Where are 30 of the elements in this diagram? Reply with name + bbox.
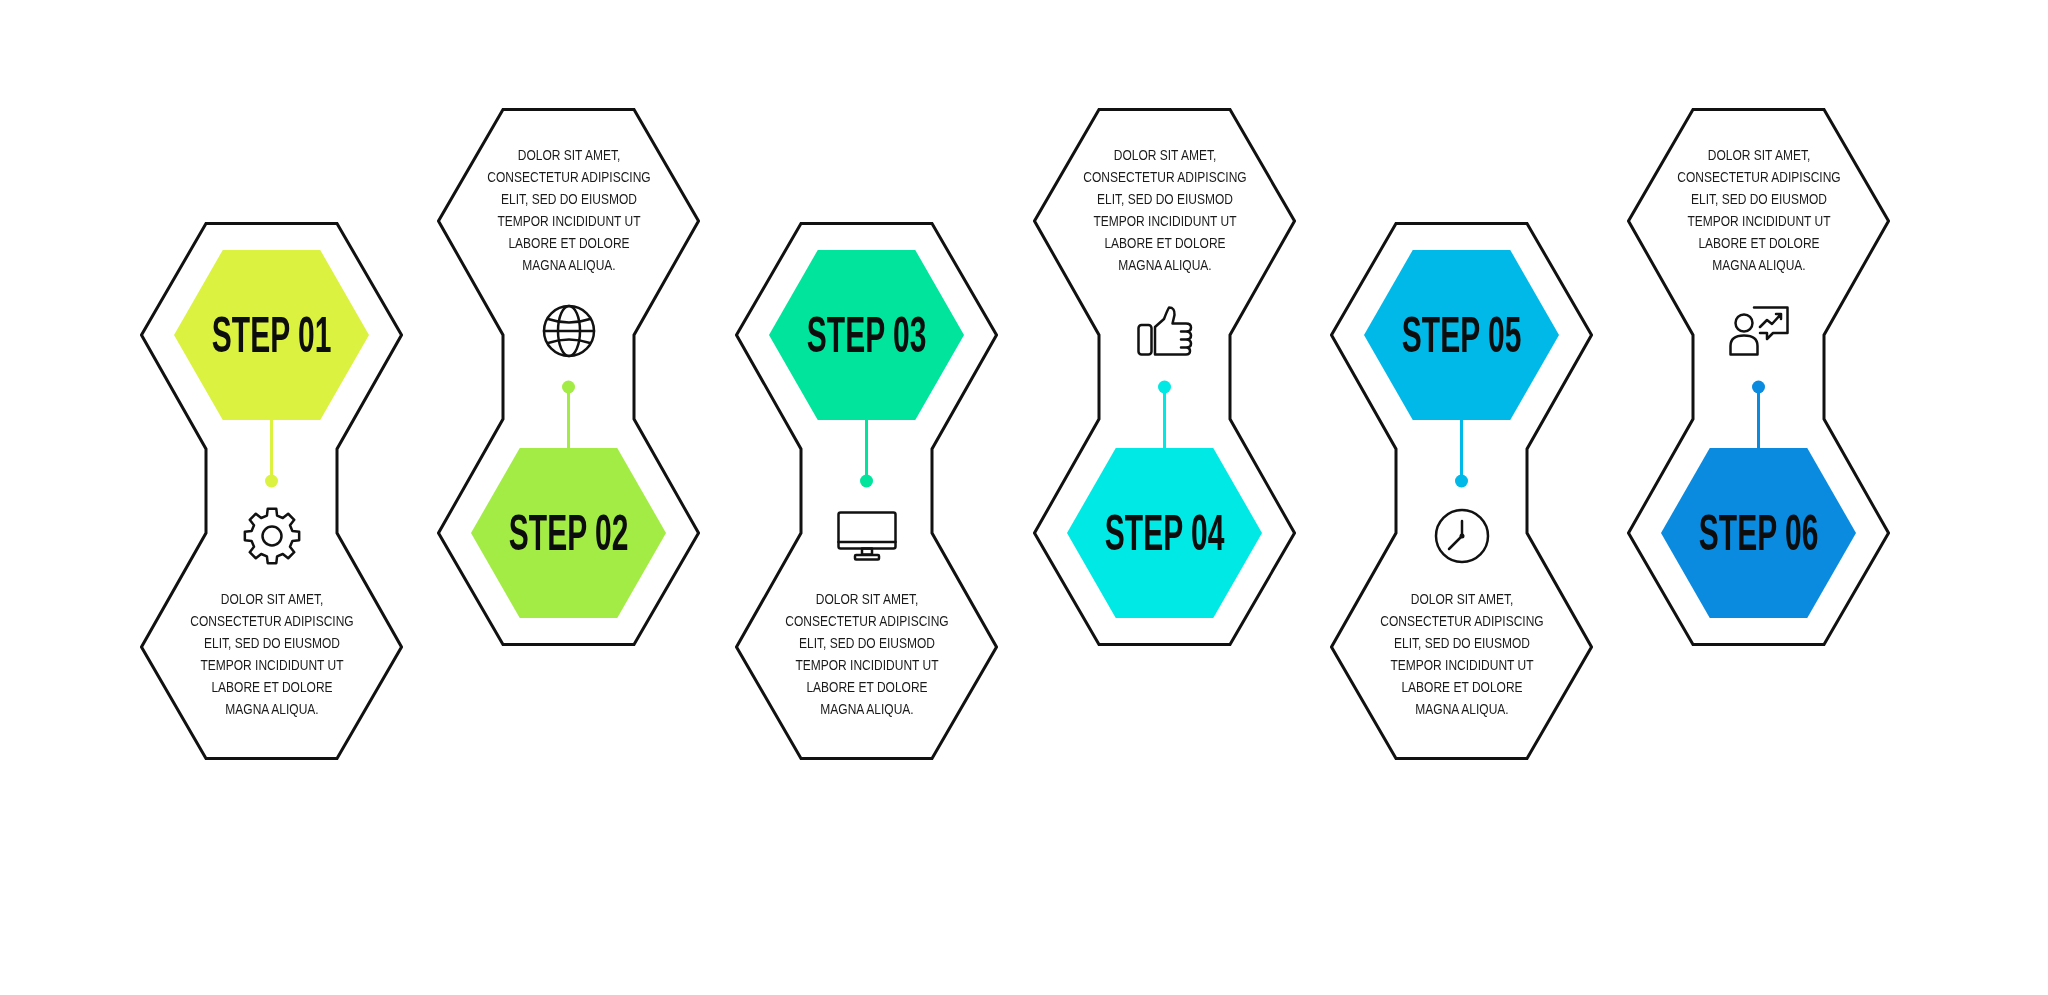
step-hexagon (1067, 448, 1262, 618)
hourglass-panel (1330, 222, 1593, 760)
description-text: DOLOR SIT AMET, CONSECTETUR ADIPISCING ELIT, SED DO EIUSMOD TEMPOR INCIDIDUNT UT LABORE ET DOLORE MAGNA ALIQUA. (1675, 145, 1842, 275)
description-text: DOLOR SIT AMET, CONSECTETUR ADIPISCING ELIT, SED DO EIUSMOD TEMPOR INCIDIDUNT UT LABORE ET DOLORE MAGNA ALIQUA. (783, 589, 950, 719)
connector-line (1752, 380, 1765, 448)
connector-line (1158, 380, 1171, 448)
step-hexagon (471, 448, 666, 618)
step-hexagon (174, 250, 369, 420)
description-text: DOLOR SIT AMET, CONSECTETUR ADIPISCING ELIT, SED DO EIUSMOD TEMPOR INCIDIDUNT UT LABORE ET DOLORE MAGNA ALIQUA. (485, 145, 652, 275)
step-label: STEP 05 (1401, 309, 1522, 361)
hourglass-panel (1627, 108, 1890, 646)
description-text: DOLOR SIT AMET, CONSECTETUR ADIPISCING ELIT, SED DO EIUSMOD TEMPOR INCIDIDUNT UT LABORE ET DOLORE MAGNA ALIQUA. (1378, 589, 1545, 719)
step-label: STEP 01 (211, 309, 332, 361)
hourglass-panel (735, 222, 998, 760)
hourglass-panel (140, 222, 403, 760)
step-label: STEP 02 (508, 507, 629, 559)
description-text: DOLOR SIT AMET, CONSECTETUR ADIPISCING ELIT, SED DO EIUSMOD TEMPOR INCIDIDUNT UT LABORE ET DOLORE MAGNA ALIQUA. (1081, 145, 1248, 275)
step-hexagon (769, 250, 964, 420)
connector-line (860, 420, 873, 488)
connector-line (1455, 420, 1468, 488)
hourglass-panel (437, 108, 700, 646)
connector-line (562, 380, 575, 448)
step-label: STEP 03 (806, 309, 927, 361)
step-label: STEP 06 (1698, 507, 1819, 559)
step-label: STEP 04 (1104, 507, 1225, 559)
step-hexagon (1364, 250, 1559, 420)
hourglass-panel (1033, 108, 1296, 646)
description-text: DOLOR SIT AMET, CONSECTETUR ADIPISCING ELIT, SED DO EIUSMOD TEMPOR INCIDIDUNT UT LABORE ET DOLORE MAGNA ALIQUA. (188, 589, 355, 719)
connector-line (265, 420, 278, 488)
step-hexagon (1661, 448, 1856, 618)
